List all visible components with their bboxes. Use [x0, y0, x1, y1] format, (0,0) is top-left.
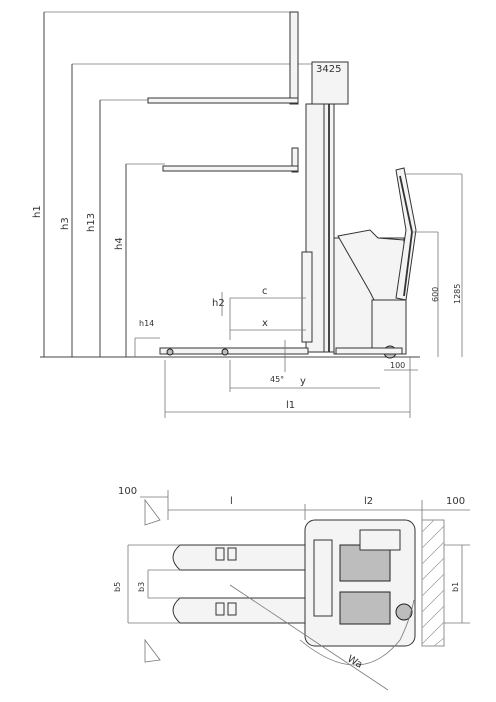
label-h1: h1 — [32, 205, 43, 218]
label-handle-high: 1285 — [453, 284, 462, 304]
label-tilt: 45° — [270, 375, 284, 384]
chassis-top-view — [304, 519, 416, 647]
chassis — [333, 229, 407, 359]
label-wheel: 100 — [390, 361, 405, 370]
label-c: c — [262, 286, 268, 297]
forks-top-view — [172, 544, 306, 624]
fork-ground — [159, 347, 309, 356]
label-h4: h4 — [114, 237, 125, 250]
label-b3: b3 — [137, 582, 146, 592]
height-dimension-lines — [43, 11, 325, 357]
fork-middle — [162, 147, 299, 173]
label-b1: b1 — [451, 582, 460, 592]
label-radius: Wa — [345, 654, 364, 671]
label-h2: h2 — [212, 298, 225, 309]
label-x: x — [262, 318, 268, 329]
clearance-hatch — [421, 519, 445, 647]
top-view: 100 l l2 100 b5 b3 b1 Wa — [113, 486, 470, 691]
label-h3: h3 — [60, 217, 71, 230]
label-h13: h13 — [86, 213, 97, 232]
label-right-clear: 100 — [446, 496, 465, 507]
label-left-clear: 100 — [118, 486, 137, 497]
label-l1: l1 — [286, 400, 295, 411]
label-h14: h14 — [139, 319, 154, 328]
label-b5: b5 — [113, 582, 122, 592]
mast — [301, 61, 349, 353]
label-handle-low: 600 — [431, 287, 440, 302]
fork-top — [147, 11, 299, 105]
label-fork-len: l — [230, 496, 233, 507]
side-view: h1 h3 h13 h4 h14 3425 c x h2 45° y 100 l… — [32, 11, 463, 418]
label-rear-len: l2 — [364, 496, 373, 507]
label-y: y — [300, 376, 306, 387]
label-top: 3425 — [316, 64, 341, 75]
tiller-handle — [395, 167, 417, 301]
